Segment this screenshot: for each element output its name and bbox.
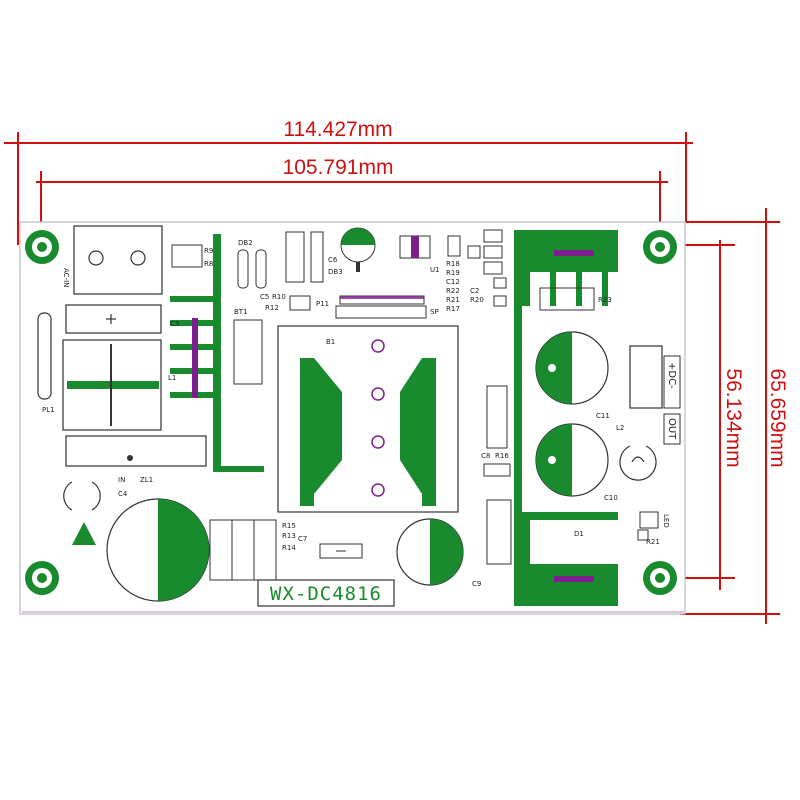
heatsink-right-mark-bottom [554,576,594,582]
capacitor-c11 [535,331,609,405]
in-silk-label: IN [118,476,125,484]
r-bottom-outline [486,499,512,565]
r13-label: R13 [282,532,296,540]
capacitor-c10 [535,423,609,497]
p11-label: P11 [316,300,329,308]
c12-label: C12 [446,278,460,286]
r14-label: R14 [282,544,296,552]
varistor-arc-left [63,481,73,511]
c3-label: C3 [170,320,179,328]
dc-label-group: +DC- [663,355,681,409]
b1-label: B1 [326,338,335,346]
c5-label: C5 [260,293,269,301]
r16-label: R16 [495,452,509,460]
r19-label: R19 [446,269,460,277]
common-mode-choke-pl1 [62,339,162,431]
pl1-label: PL1 [42,406,55,414]
r17-label: R17 [446,305,460,313]
c8-r16-outline [486,385,508,449]
capacitor-c9 [396,518,464,586]
sp-body [335,305,427,319]
db2-outline [237,249,249,289]
r8-label: R8 [204,260,213,268]
diode-outline [319,543,363,559]
out-label-group: OUT [663,413,681,445]
ac-in-label: AC-IN [62,268,70,287]
r23-outline [539,287,595,311]
mounting-hole-top-left [25,230,59,264]
r21-label: R21 [446,296,460,304]
inner-height-label: 56.134mm [722,368,745,467]
transistor-q [340,227,376,272]
c2-label: C2 [470,287,479,295]
varistor-arc-right [91,481,101,511]
c11-label: C11 [596,412,610,420]
c10-label: C10 [604,494,618,502]
r10-label: R10 [272,293,286,301]
sp-strip [340,296,424,299]
r23-label: R23 [598,296,612,304]
r9-label: R9 [204,247,213,255]
r21-bottom-label: R21 [646,538,660,546]
zl1-label: ZL1 [140,476,153,484]
db2b-outline [255,249,267,289]
c6-label: C6 [328,256,338,264]
zl1-outline [65,435,207,467]
capacitor-c4 [106,498,210,602]
dc-label: +DC- [666,362,677,389]
inductor-u1 [399,235,431,259]
out-label: OUT [666,418,677,440]
mounting-holes [25,230,677,595]
p11-outline [289,295,311,311]
transformer-b1 [277,325,459,513]
mounting-hole-top-right [643,230,677,264]
u1-label: U1 [430,266,440,274]
c4-label: C4 [118,490,128,498]
r15-label: R15 [282,522,296,530]
heatsink-left [170,234,264,472]
l2-label: L2 [616,424,624,432]
board-title: WX-DC4816 [270,583,382,605]
db3-outline [310,231,324,283]
r20-label: R20 [470,296,484,304]
outer-width-label: 114.427mm [283,118,392,141]
l1-label: L1 [168,374,176,382]
fuse-outline [37,304,162,400]
resistor-r8-r9 [171,244,203,268]
zl1-dot [127,455,133,461]
db2-label: DB2 [238,239,253,247]
c6-outline [285,231,305,283]
mounting-hole-bottom-left [25,561,59,595]
c8-pad [483,463,511,477]
inner-width-label: 105.791mm [283,156,394,179]
mounting-hole-bottom-right [643,561,677,595]
sp-label: SP [430,308,439,316]
esd-warning-icon [72,522,96,545]
board-title-box [257,579,395,607]
c8-label: C8 [481,452,490,460]
smd-cluster [447,229,507,307]
led-outline [639,511,659,529]
heatsink-right-cutouts [530,276,602,296]
r18-label: R18 [446,260,460,268]
led-label: LED [662,514,670,528]
bt1-label: BT1 [234,308,248,316]
r22-label: R22 [446,287,460,295]
r12-label: R12 [265,304,279,312]
c7-label: C7 [298,535,307,543]
r21-outline [637,529,649,541]
heatsink-right-mark-top [554,250,594,256]
bt1-outline [233,319,263,385]
db3-label: DB3 [328,268,343,276]
inductor-l2 [619,445,657,481]
input-terminal [73,225,163,295]
c9-label: C9 [472,580,481,588]
dc-terminal [629,345,663,409]
d1-label: D1 [574,530,584,538]
outer-height-label: 65.659mm [766,368,789,467]
heatsink-right-teeth [522,272,608,564]
resistor-block-bottom [209,519,277,581]
